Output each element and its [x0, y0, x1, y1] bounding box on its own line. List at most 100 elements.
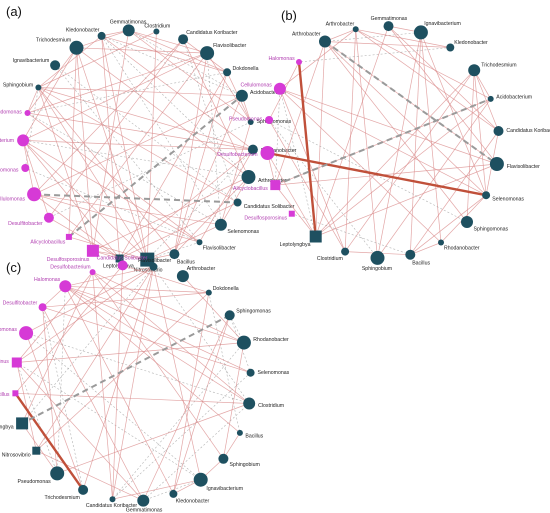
- network-edge: [410, 194, 487, 255]
- network-edge: [315, 70, 475, 237]
- node-label: Trichodesmium: [481, 63, 516, 69]
- node-circle: [487, 95, 494, 102]
- panel-c: (c)FlavisolibacterArthrobacterDokdonella…: [0, 256, 290, 513]
- node-circle: [218, 453, 229, 464]
- network-edge: [355, 29, 378, 258]
- network-edge: [23, 140, 253, 150]
- node-label: Desulfobacterium: [217, 152, 257, 158]
- network-edge: [76, 47, 148, 260]
- node-label: Gemmatimonas: [110, 19, 147, 25]
- node-label: Acidobacterium: [250, 90, 286, 96]
- node-label: Sphingobium: [3, 83, 33, 89]
- network-edge: [199, 149, 254, 243]
- network-edge: [92, 271, 245, 343]
- network-edge: [38, 35, 102, 88]
- network-edge: [56, 286, 66, 474]
- node-circle: [273, 82, 286, 95]
- node-label: Flavisolibacter: [138, 258, 171, 264]
- node-circle: [137, 494, 150, 507]
- network-edge: [76, 47, 208, 54]
- network-edge: [27, 47, 77, 114]
- network-edge: [16, 362, 201, 480]
- node-circle: [468, 64, 481, 77]
- node-circle: [265, 116, 274, 124]
- network-edge: [344, 29, 357, 252]
- node-label: Candidatus Solibacter: [97, 256, 148, 262]
- node-label: Cellulomonas: [0, 327, 17, 333]
- network-edge: [15, 265, 123, 394]
- network-edge: [48, 38, 184, 218]
- node-circle: [461, 216, 473, 228]
- node-square: [12, 390, 19, 397]
- network-edge: [275, 163, 497, 186]
- network-edge: [220, 121, 252, 225]
- node-label: Sphingomonas: [257, 119, 292, 125]
- panel-a: (a)SphingobiumIgnavibacteriumTrichodesmi…: [0, 4, 297, 274]
- network-edge: [410, 242, 442, 256]
- node-circle: [21, 164, 30, 172]
- node-circle: [50, 466, 65, 481]
- network-edge: [33, 194, 120, 259]
- node-label: Rhodanobacter: [261, 148, 297, 154]
- network-edge: [65, 286, 241, 434]
- node-circle: [169, 489, 178, 498]
- node-label: Gemmatimonas: [126, 508, 163, 513]
- network-edge: [279, 88, 498, 165]
- node-circle: [235, 89, 248, 102]
- network-edge: [65, 285, 251, 374]
- network-edge: [22, 140, 148, 260]
- node-label: Sphingobium: [230, 462, 260, 468]
- node-label: Alicyclobacillus: [0, 392, 10, 398]
- node-circle: [236, 335, 251, 350]
- node-circle: [193, 472, 208, 487]
- nodes-b: ArthrobacterArthrobacterGemmatimonasIgna…: [217, 16, 550, 272]
- network-edge: [355, 28, 451, 48]
- network-edge: [68, 236, 148, 260]
- network-edge: [112, 372, 251, 500]
- network-edge: [112, 266, 154, 500]
- network-edge: [38, 87, 148, 260]
- node-label: Pseudomonas: [18, 479, 52, 485]
- network-edge: [38, 31, 157, 88]
- node-circle: [493, 126, 504, 136]
- network-edge: [65, 285, 245, 343]
- node-label: Ignavibacterium: [13, 58, 50, 64]
- network-edge: [15, 392, 250, 404]
- node-label: Arthrobacter: [326, 21, 355, 27]
- node-circle: [78, 484, 89, 495]
- network-edge: [101, 35, 148, 260]
- node-label: Kledonobacter: [454, 40, 488, 46]
- network-edge: [388, 25, 498, 165]
- node-label: Desulfosporosinus: [47, 257, 90, 263]
- node-circle: [260, 146, 275, 160]
- node-circle: [200, 46, 215, 61]
- node-label: Kledonobacter: [176, 499, 210, 505]
- network-edge: [65, 266, 154, 287]
- network-edge: [275, 184, 316, 237]
- node-label: Flavisolibacter: [203, 245, 236, 251]
- panel-label-b: (b): [281, 8, 297, 23]
- node-label: Flavisolibacter: [507, 164, 540, 170]
- network-edge: [16, 271, 93, 363]
- node-circle: [246, 368, 255, 377]
- node-circle: [97, 31, 106, 40]
- network-edge: [92, 272, 113, 500]
- network-edge: [92, 271, 224, 460]
- node-circle: [241, 170, 256, 184]
- node-circle: [27, 187, 42, 202]
- nodes-c: FlavisolibacterArthrobacterDokdonellaSph…: [0, 256, 290, 513]
- network-edge: [34, 193, 200, 243]
- node-circle: [413, 25, 428, 40]
- network-edge: [92, 176, 249, 252]
- node-square: [65, 233, 72, 240]
- node-circle: [50, 60, 61, 71]
- network-edge: [122, 265, 209, 293]
- node-circle: [149, 262, 158, 271]
- node-label: Sphingomonas: [236, 309, 271, 315]
- node-label: Bacillus: [245, 433, 263, 439]
- node-label: Leptolyngbya: [0, 424, 14, 430]
- network-edge: [355, 29, 499, 132]
- node-label: Leptolyngbya: [280, 242, 311, 248]
- network-edge: [82, 266, 154, 491]
